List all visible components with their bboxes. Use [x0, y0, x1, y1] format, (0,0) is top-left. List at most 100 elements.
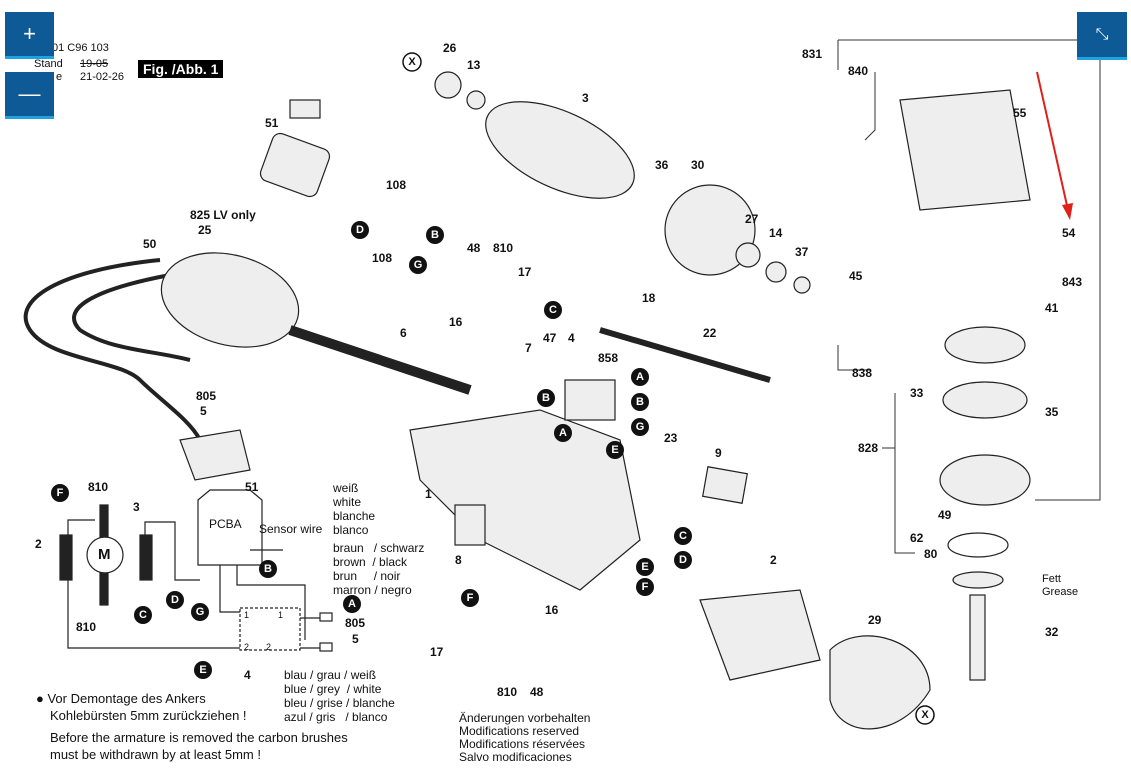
wiring-marker: E	[194, 661, 212, 679]
plus-icon: +	[23, 21, 36, 46]
svg-text:F: F	[57, 487, 64, 499]
part-label: 13	[467, 58, 481, 72]
pcba-module	[259, 132, 331, 198]
svg-text:A: A	[348, 598, 356, 610]
connector-marker: D	[351, 221, 369, 239]
guard-29	[829, 635, 931, 730]
part-label: 49	[938, 508, 952, 522]
wiring-marker: A	[343, 595, 361, 613]
svg-text:B: B	[636, 396, 644, 408]
part-label: 16	[449, 315, 463, 329]
figure-title: Fig. /Abb. 1	[138, 60, 224, 78]
connector-marker: A	[554, 424, 572, 442]
sensor-wire-label: Sensor wire	[259, 522, 323, 536]
part-label: 33	[910, 386, 924, 400]
wiring-label-2: 2	[35, 537, 42, 551]
connector-marker: E	[606, 441, 624, 459]
collapse-arrows-icon: ⤡	[1095, 25, 1109, 43]
part-label: 8	[455, 553, 462, 567]
part-label: 25	[198, 223, 212, 237]
part-label: 1	[425, 487, 432, 501]
capacitor	[289, 99, 321, 119]
connector-marker: D	[674, 551, 692, 569]
part-label: 29	[868, 613, 882, 627]
part-label: 3	[582, 91, 589, 105]
part-shapes	[23, 71, 1031, 730]
part-label: 831	[802, 47, 822, 61]
part-label: 18	[642, 291, 656, 305]
ring-35	[942, 381, 1028, 419]
part-label: 6	[400, 326, 407, 340]
bearing-26	[434, 71, 462, 99]
part-label: 41	[1045, 301, 1059, 315]
zoom-out-button[interactable]: —	[5, 72, 54, 119]
power-cord-2	[72, 273, 191, 362]
wiring-marker: F	[51, 484, 69, 502]
svg-text:C: C	[549, 304, 557, 316]
power-cord	[23, 258, 202, 441]
wiring-label-810-top: 810	[88, 480, 109, 494]
wiring-marker: B	[259, 560, 277, 578]
svg-text:C: C	[679, 530, 687, 542]
connector-marker: B	[537, 389, 555, 407]
wiring-label-5: 5	[352, 632, 359, 646]
part-label: 62	[910, 531, 924, 545]
part-label: 805	[196, 389, 216, 403]
leader-frames	[837, 39, 1101, 554]
part-label: 828	[858, 441, 878, 455]
connector-marker: F	[461, 589, 479, 607]
svg-text:B: B	[431, 229, 439, 241]
svg-text:G: G	[414, 259, 423, 271]
switch-terminal: 1	[278, 610, 284, 620]
label-8	[454, 504, 486, 546]
part-label: 23	[664, 431, 678, 445]
svg-text:D: D	[171, 594, 179, 606]
part-label: 7	[525, 341, 532, 355]
part-label: 17	[430, 645, 444, 659]
svg-text:A: A	[636, 371, 644, 383]
plug	[179, 429, 251, 481]
washer-80	[952, 571, 1004, 589]
switch-terminal: 1	[244, 610, 250, 620]
part-label: 17	[518, 265, 532, 279]
part-label: 14	[769, 226, 783, 240]
switch-rod-22	[599, 327, 771, 383]
part-label: 108	[372, 251, 392, 265]
wiring-marker: D	[166, 591, 184, 609]
part-label: 35	[1045, 405, 1059, 419]
stand-label: Stand	[34, 58, 63, 70]
motor-symbol: M	[98, 546, 111, 563]
svg-text:E: E	[199, 664, 206, 676]
switch-terminal: 2	[244, 642, 250, 652]
part-label: 858	[598, 351, 618, 365]
gear-head	[899, 89, 1031, 211]
part-label: 22	[703, 326, 717, 340]
part-label: 838	[852, 366, 872, 380]
part-label: 80	[924, 547, 938, 561]
wiring-marker: G	[191, 603, 209, 621]
part-labels: 8318405554843413335828496280322928923116…	[143, 41, 1082, 699]
zoom-in-button[interactable]: +	[5, 12, 54, 59]
connector-marker: B	[631, 393, 649, 411]
connector-marker: C	[544, 301, 562, 319]
part-label: 26	[443, 41, 457, 55]
connector-marker: X	[402, 52, 422, 72]
part-label: 47	[543, 331, 557, 345]
old-date: 19-05	[80, 58, 109, 70]
part-label: 5	[200, 404, 207, 418]
ring-37	[793, 276, 811, 294]
o-ring-62	[947, 532, 1009, 558]
svg-text:E: E	[611, 444, 618, 456]
pcba-label: PCBA	[209, 517, 242, 531]
part-label: 9	[715, 446, 722, 460]
bearing-27	[735, 242, 761, 268]
exit-fullscreen-button[interactable]: ⤡	[1077, 12, 1127, 60]
connector-marker: E	[636, 558, 654, 576]
red-annotation-arrow	[1036, 71, 1073, 220]
connector-marker: X	[915, 705, 935, 725]
svg-text:E: E	[641, 561, 648, 573]
